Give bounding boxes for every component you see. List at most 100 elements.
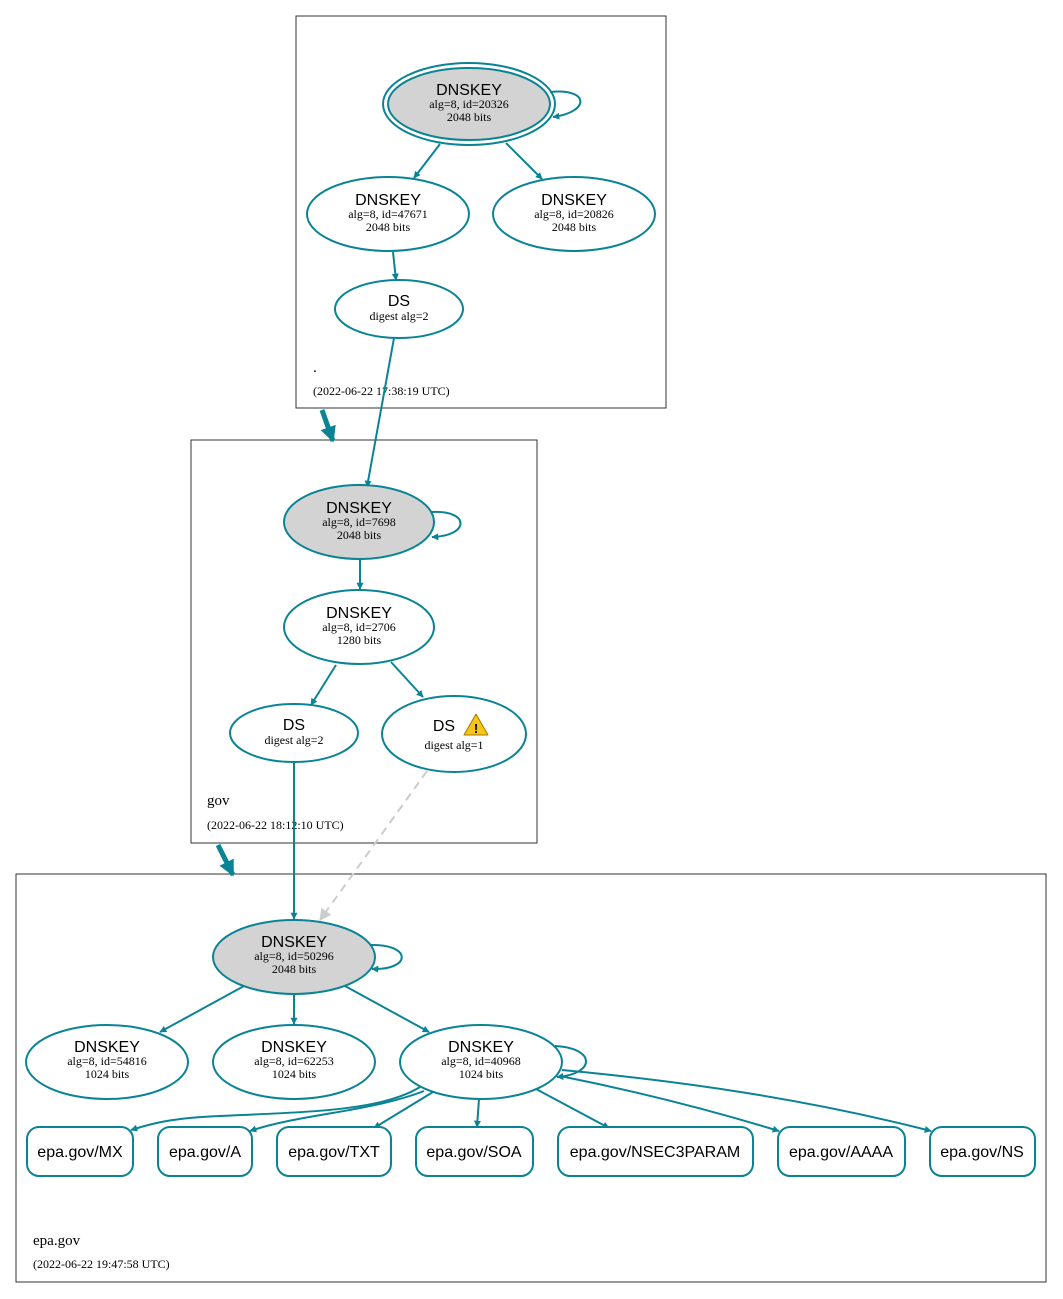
node-root-zsk-ellipse (306, 176, 470, 252)
edge-gov-zsk-ds2 (310, 664, 337, 706)
node-root-zsk[interactable]: DNSKEY alg=8, id=47671 2048 bits (306, 176, 470, 252)
node-gov-ds2-line1: digest alg=2 (264, 733, 323, 747)
rrset-a[interactable]: epa.gov/A (157, 1126, 253, 1177)
node-root-ksk-line1: alg=8, id=20326 (429, 97, 509, 111)
rrset-a-label: epa.gov/A (169, 1144, 241, 1161)
rrset-mx-box (26, 1126, 134, 1177)
node-root-ds-title: DS (388, 293, 410, 310)
rrset-txt[interactable]: epa.gov/TXT (276, 1126, 392, 1177)
zone-root-timestamp: (2022-06-22 17:38:19 UTC) (313, 384, 450, 398)
node-root-ksk-outer-ring (382, 62, 556, 146)
node-epa-ksk-ellipse (212, 919, 376, 995)
node-root-ds-line1: digest alg=2 (369, 309, 428, 323)
zone-gov-name: gov (207, 793, 230, 809)
node-root-ksk-line2: 2048 bits (447, 110, 492, 124)
edge-epa-zsk-ns (561, 1069, 932, 1133)
node-epa-key2-line2: 1024 bits (272, 1067, 317, 1081)
node-epa-key2-ellipse (212, 1024, 376, 1100)
node-gov-ksk[interactable]: DNSKEY alg=8, id=7698 2048 bits (283, 484, 435, 560)
node-gov-ds1-ellipse (381, 695, 527, 773)
delegation-arrow-gov-epa (215, 843, 236, 877)
warning-glyph: ! (474, 721, 478, 736)
rrset-ns-label: epa.gov/NS (940, 1144, 1024, 1161)
node-root-ksk-ellipse (387, 67, 551, 141)
node-root-key3-title: DNSKEY (541, 192, 607, 209)
edge-epa-zsk-soa (473, 1098, 481, 1128)
node-root-key3[interactable]: DNSKEY alg=8, id=20826 2048 bits (492, 176, 656, 252)
node-epa-ksk[interactable]: DNSKEY alg=8, id=50296 2048 bits (212, 919, 376, 995)
rrset-soa-label: epa.gov/SOA (426, 1144, 522, 1161)
node-gov-ds1[interactable]: DS ! digest alg=1 (381, 695, 527, 773)
rrset-mx-label: epa.gov/MX (37, 1144, 123, 1161)
node-epa-key2[interactable]: DNSKEY alg=8, id=62253 1024 bits (212, 1024, 376, 1100)
node-epa-key1[interactable]: DNSKEY alg=8, id=54816 1024 bits (25, 1024, 189, 1100)
zone-root-name: . (313, 360, 317, 376)
node-epa-zsk-line2: 1024 bits (459, 1067, 504, 1081)
zone-epa-name: epa.gov (33, 1233, 81, 1249)
edge-epa-ksk-zsk (344, 985, 430, 1033)
node-root-ds-ellipse (334, 279, 464, 339)
node-gov-zsk-line1: alg=8, id=2706 (322, 620, 396, 634)
delegation-arrow-root-gov (319, 409, 336, 443)
edge-root-ksk-zsk (413, 143, 441, 179)
zone-gov-box (190, 439, 538, 844)
rrset-a-box (157, 1126, 253, 1177)
node-gov-zsk-line2: 1280 bits (337, 633, 382, 647)
zone-epa-timestamp: (2022-06-22 19:47:58 UTC) (33, 1257, 170, 1271)
node-root-ds[interactable]: DS digest alg=2 (334, 279, 464, 339)
zone-root-box (295, 15, 667, 409)
node-epa-zsk-line1: alg=8, id=40968 (441, 1054, 521, 1068)
edge-epa-ksk-self (369, 943, 403, 973)
node-epa-key1-line2: 1024 bits (85, 1067, 130, 1081)
node-gov-ds2-title: DS (283, 717, 305, 734)
node-epa-zsk-ellipse (399, 1024, 563, 1100)
node-gov-zsk-ellipse (283, 589, 435, 665)
rrset-mx[interactable]: epa.gov/MX (26, 1126, 134, 1177)
edge-root-ds-gov-ksk (364, 337, 395, 488)
rrset-ns[interactable]: epa.gov/NS (929, 1126, 1036, 1177)
rrset-nsec3param-label: epa.gov/NSEC3PARAM (570, 1144, 740, 1161)
rrset-soa[interactable]: epa.gov/SOA (415, 1126, 534, 1177)
node-root-key3-line2: 2048 bits (552, 220, 597, 234)
node-epa-key1-ellipse (25, 1024, 189, 1100)
node-gov-ds2[interactable]: DS digest alg=2 (229, 703, 359, 763)
rrset-aaaa-box (777, 1126, 906, 1177)
node-root-ksk[interactable]: DNSKEY alg=8, id=20326 2048 bits (382, 62, 556, 146)
node-gov-ksk-line2: 2048 bits (337, 528, 382, 542)
node-gov-ds1-line1: digest alg=1 (424, 738, 483, 752)
edge-gov-zsk-ds1 (390, 661, 424, 698)
edge-epa-zsk-mx (130, 1086, 421, 1132)
node-gov-ksk-title: DNSKEY (326, 500, 392, 517)
edge-gov-ksk-self (431, 510, 462, 541)
node-gov-ds2-ellipse (229, 703, 359, 763)
node-root-zsk-title: DNSKEY (355, 192, 421, 209)
edge-epa-zsk-aaaa (559, 1075, 780, 1133)
rrset-txt-label: epa.gov/TXT (288, 1144, 380, 1161)
rrset-soa-box (415, 1126, 534, 1177)
node-root-zsk-line2: 2048 bits (366, 220, 411, 234)
node-gov-zsk-title: DNSKEY (326, 605, 392, 622)
node-epa-ksk-title: DNSKEY (261, 934, 327, 951)
rrset-nsec3param[interactable]: epa.gov/NSEC3PARAM (557, 1126, 754, 1177)
edge-root-ksk-self (549, 90, 582, 120)
edge-gov-ds1-epa-ksk-dashed (319, 770, 428, 921)
edge-epa-ksk-key1 (159, 985, 245, 1033)
node-root-zsk-line1: alg=8, id=47671 (348, 207, 428, 221)
node-gov-zsk[interactable]: DNSKEY alg=8, id=2706 1280 bits (283, 589, 435, 665)
zone-epa-box (15, 873, 1047, 1283)
node-epa-zsk-title: DNSKEY (448, 1039, 514, 1056)
rrset-aaaa-label: epa.gov/AAAA (789, 1144, 893, 1161)
node-epa-zsk[interactable]: DNSKEY alg=8, id=40968 1024 bits (399, 1024, 563, 1100)
edge-epa-zsk-a (249, 1090, 425, 1133)
node-epa-key1-line1: alg=8, id=54816 (67, 1054, 147, 1068)
rrset-txt-box (276, 1126, 392, 1177)
rrset-aaaa[interactable]: epa.gov/AAAA (777, 1126, 906, 1177)
edge-root-ksk-key3 (505, 142, 543, 180)
node-gov-ksk-line1: alg=8, id=7698 (322, 515, 396, 529)
rrset-nsec3param-box (557, 1126, 754, 1177)
edge-epa-zsk-txt (373, 1091, 434, 1129)
edge-epa-zsk-nsec3param (535, 1088, 610, 1129)
rrset-ns-box (929, 1126, 1036, 1177)
edge-root-zsk-ds (391, 251, 399, 281)
